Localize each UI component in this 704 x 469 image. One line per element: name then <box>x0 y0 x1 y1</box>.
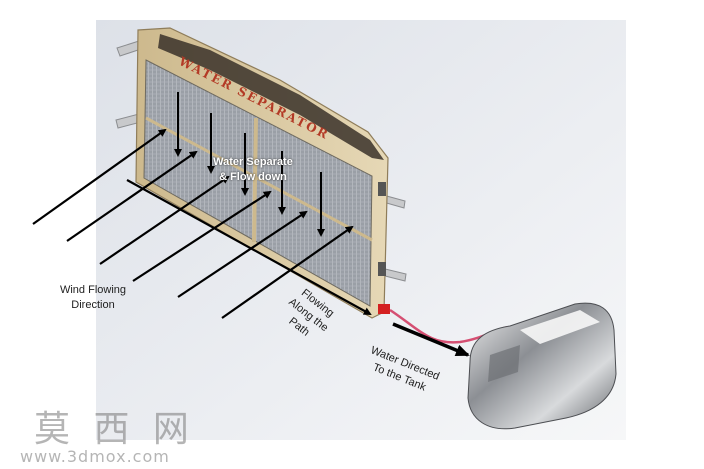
wind-arrows <box>32 128 354 319</box>
label-water-separate: Water Separate & Flow down <box>213 156 293 183</box>
to-tank-arrow <box>392 322 470 357</box>
watermark-url: www.3dmox.com <box>20 447 170 466</box>
mesh-panel <box>143 59 373 307</box>
flow-down-arrows <box>174 92 325 237</box>
path-flow-arrow <box>126 179 372 315</box>
water-tank <box>467 302 617 430</box>
outlet-fitting <box>378 304 390 314</box>
watermark-chinese: 莫 西 网 <box>34 409 195 450</box>
label-wind-direction: Wind Flowing Direction <box>59 284 127 311</box>
